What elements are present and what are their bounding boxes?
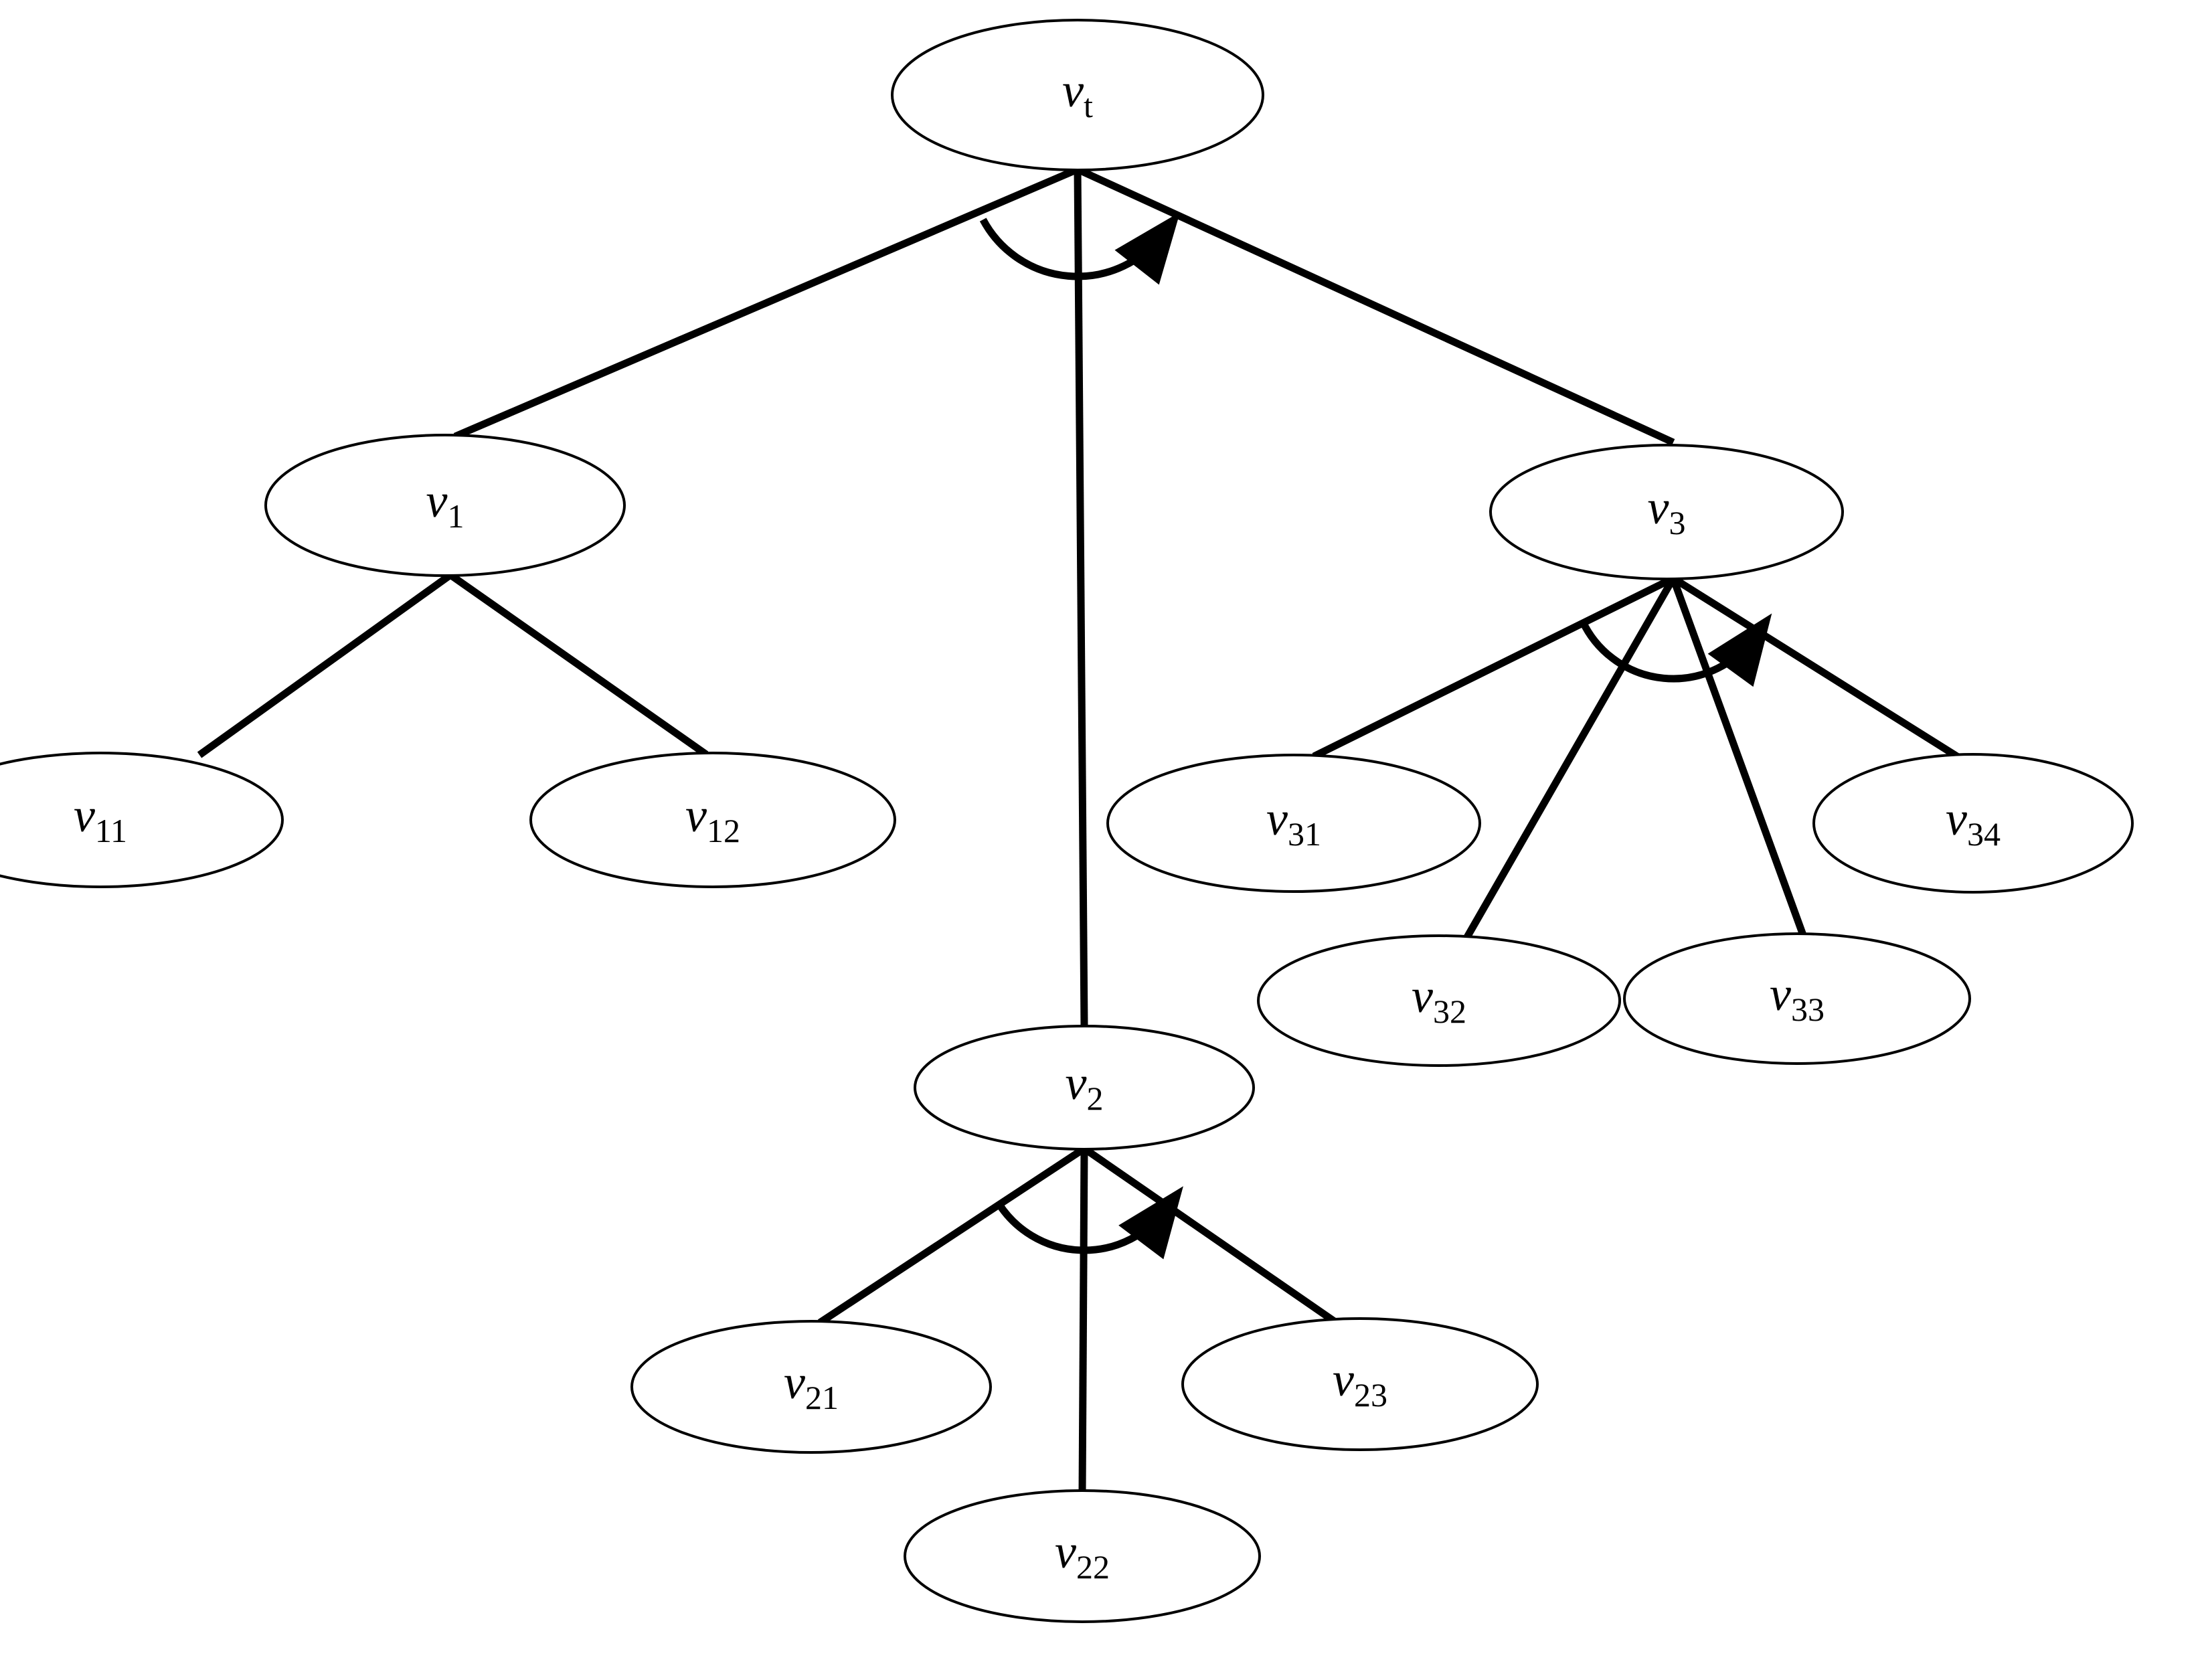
tree-edge-v2-v23	[1082, 1145, 1338, 1325]
node-ellipse-v3	[1489, 444, 1844, 580]
tree-edge-v1-v12	[448, 572, 709, 758]
tree-edge-vt-v3	[1076, 166, 1675, 446]
tree-edge-v3-v33	[1669, 577, 1807, 936]
node-label-v2: v2	[1066, 1056, 1104, 1118]
tree-edge-v3-v31	[1312, 575, 1675, 760]
node-ellipse-v34	[1812, 753, 2134, 894]
node-v2[interactable]: v2	[914, 1025, 1255, 1151]
node-label-v31: v31	[1266, 792, 1321, 853]
node-label-v32: v32	[1412, 969, 1466, 1031]
tree-edge-v2-v21	[817, 1145, 1087, 1326]
tree-edge-v2-v22	[1078, 1148, 1088, 1493]
order-arc-arrowhead-v2	[1118, 1186, 1183, 1260]
node-v34[interactable]: v34	[1812, 753, 2134, 894]
node-v23[interactable]: v23	[1181, 1317, 1539, 1451]
node-ellipse-v32	[1257, 934, 1621, 1067]
node-label-v12: v12	[685, 788, 740, 850]
node-v21[interactable]: v21	[630, 1320, 992, 1454]
node-vt[interactable]: vt	[891, 19, 1264, 171]
node-label-v33: v33	[1770, 967, 1825, 1029]
order-arc-arrowhead-v3	[1707, 613, 1772, 687]
node-label-v1: v1	[426, 474, 464, 535]
edges-layer	[197, 165, 1959, 1493]
node-label-vt: vt	[1062, 64, 1093, 125]
tree-edge-v3-v34	[1671, 575, 1959, 760]
node-label-v21: v21	[784, 1355, 839, 1417]
node-ellipse-v12	[529, 752, 896, 888]
node-label-v11: v11	[74, 788, 127, 850]
node-ellipse-v11	[0, 752, 284, 888]
node-label-v3: v3	[1648, 481, 1686, 542]
node-ellipse-v31	[1106, 754, 1481, 893]
node-v33[interactable]: v33	[1623, 932, 1971, 1065]
node-ellipse-v21	[630, 1320, 992, 1454]
order-arc-arrowhead-vt	[1114, 212, 1181, 285]
node-v12[interactable]: v12	[529, 752, 896, 888]
node-v32[interactable]: v32	[1257, 934, 1621, 1067]
node-v22[interactable]: v22	[904, 1489, 1261, 1623]
tree-edge-vt-v2	[1074, 169, 1088, 1027]
node-v11[interactable]: v11	[0, 752, 284, 888]
node-ellipse-vt	[891, 19, 1264, 171]
node-label-v22: v22	[1055, 1525, 1110, 1586]
tree-edge-v3-v32	[1464, 576, 1677, 939]
node-ellipse-v22	[904, 1489, 1261, 1623]
node-ellipse-v33	[1623, 932, 1971, 1065]
node-v31[interactable]: v31	[1106, 754, 1481, 893]
tree-edge-vt-v1	[453, 165, 1080, 440]
node-ellipse-v1	[264, 434, 626, 577]
tree-edge-v1-v11	[197, 572, 453, 758]
node-ellipse-v23	[1181, 1317, 1539, 1451]
node-ellipse-v2	[914, 1025, 1255, 1151]
node-label-v34: v34	[1946, 792, 2001, 853]
order-arcs-layer	[979, 212, 1772, 1260]
node-label-v23: v23	[1333, 1353, 1387, 1414]
node-v1[interactable]: v1	[264, 434, 626, 577]
node-v3[interactable]: v3	[1489, 444, 1844, 580]
nodes-layer: vt v1 v2 v3 v11 v12 v21 v22 v23 v31 v32 v33 v34	[0, 19, 2134, 1623]
